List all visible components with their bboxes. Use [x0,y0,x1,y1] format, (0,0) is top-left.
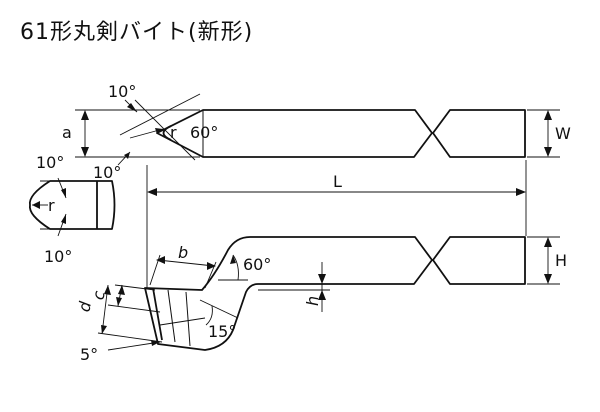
dim-a-arrow-top [81,110,89,120]
end-view-outline [28,180,116,230]
dimension-c-d [97,284,163,343]
dim-h-arrow-top [318,274,326,284]
side-view-tip-face [152,287,163,341]
dim-H-arrow-top [544,237,552,247]
side-view-shank-end [432,236,526,285]
top-angle-10-arrow [127,103,137,112]
angle-5-marker [107,340,161,351]
angle-5-line [107,341,161,351]
dim-c-extension-bottom [107,304,161,313]
label-angle-15: 15° [208,322,236,341]
label-d: d [74,299,95,313]
side-view-body [144,236,433,351]
side-view-tip-line-2 [185,291,191,347]
dim-b-arrow-left [156,256,165,264]
label-angle-10-mid: 10° [93,163,121,182]
top-view-edge-line-lower [119,93,201,136]
side-view-15-arc [205,305,213,326]
label-angle-10-left: 10° [36,153,64,172]
label-angle-10-top: 10° [108,82,136,101]
label-a: a [62,123,72,142]
end-view-angle-lower-arrow [61,214,66,224]
dimension-l [146,160,527,288]
dim-w-arrow-top [544,110,552,120]
page-title: 61形丸剣バイト(新形) [20,20,254,45]
label-L: L [333,172,342,191]
top-view-nose-arc [162,125,172,141]
side-view [144,236,526,351]
top-view-r-arrow [155,128,163,134]
end-view-angle-upper-arrow [61,188,66,198]
side-view-60-arrow [230,255,236,264]
label-angle-60-top: 60° [190,123,218,142]
label-angle-60-side: 60° [243,255,271,274]
dim-c-arrow-top [118,285,125,295]
end-view [28,177,116,237]
label-b: b [178,243,188,262]
dim-a-arrow-bottom [81,147,89,157]
top-view [75,93,560,166]
side-view-15-reference [199,299,239,319]
angle-5-arrow [151,340,160,346]
dimension-h-lower [258,262,330,312]
dim-d-arrow-bottom [101,325,107,334]
dim-h-arrow-bottom [318,290,326,300]
label-r-top: r [170,123,177,142]
end-view-r-arrow [32,201,40,209]
dim-b-arrow-right [207,262,216,270]
dim-l-arrow-right [516,188,526,196]
side-view-tip-chip-line [159,317,206,326]
dim-l-arrow-left [147,188,157,196]
dimension-h-upper [527,236,560,285]
label-r-end: r [48,196,55,215]
label-c: c [88,289,108,301]
dim-w-arrow-bottom [544,147,552,157]
dim-b-line [157,259,215,267]
dim-c-arrow-bottom [116,297,122,306]
label-angle-10-bottom: 10° [44,247,72,266]
dim-d-arrow-top [104,285,111,295]
label-h: h [303,296,322,306]
label-H: H [555,251,567,270]
label-W: W [555,124,571,143]
bottom-angle-10-arrow [124,152,130,159]
label-angle-5: 5° [80,345,98,364]
dimension-b [149,254,217,289]
top-view-shank-end [432,109,526,158]
side-view-60-arc [232,254,239,281]
side-view-tip-line-1 [167,289,176,343]
dim-H-arrow-bottom [544,274,552,284]
